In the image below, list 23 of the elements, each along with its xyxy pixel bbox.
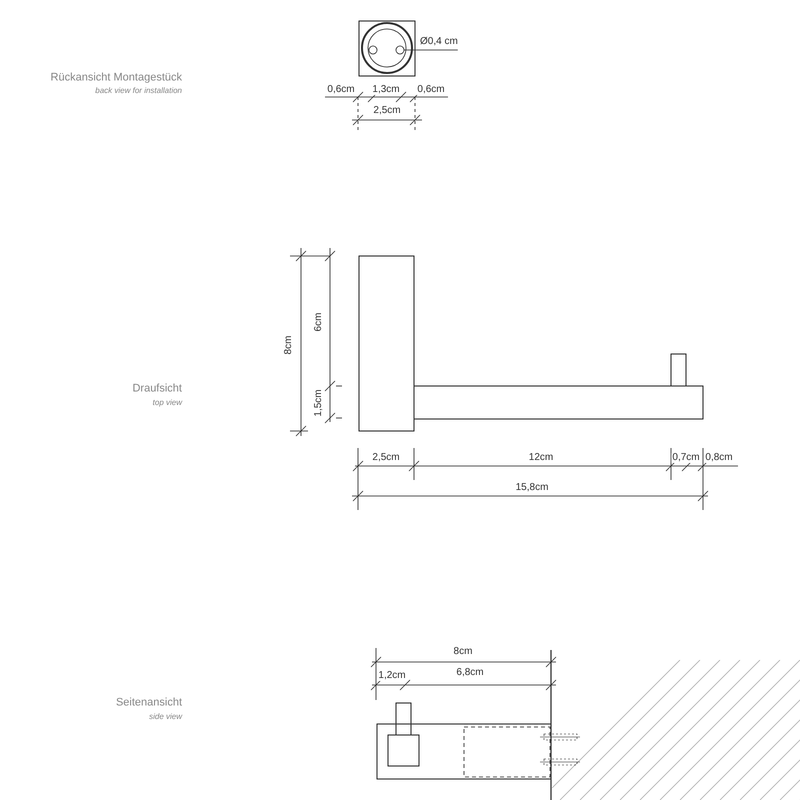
dimension-label: Ø0,4 cm [420,37,458,47]
dimension-label: 12cm [528,453,554,463]
dimension-label: 2,5cm [371,453,401,463]
dimension-label: 1,3cm [371,85,401,95]
dimension-label: 15,8cm [514,483,550,493]
view-subtitle: side view [149,713,182,721]
view-subtitle: top view [152,399,182,407]
dimension-label: 6,8cm [455,668,485,678]
view-title: Draufsicht [132,384,182,394]
view-title: Seitenansicht [116,698,182,708]
dimension-label: 0,7cm [671,453,701,463]
view-title: Rückansicht Montagestück [50,72,182,84]
dimension-label: 8cm [284,334,294,356]
dimension-label: 8cm [452,647,474,657]
dimension-label: 1,5cm [314,388,324,418]
dimension-label: 0,6cm [326,85,356,95]
dimension-label: 2,5cm [372,106,402,116]
mounting-hole [396,46,404,54]
view-subtitle: back view for installation [95,87,182,95]
dimension-label: 1,2cm [377,671,407,681]
dimension-label: 0,6cm [416,85,446,95]
dimension-label: 0,8cm [704,453,734,463]
dimension-label: 6cm [314,312,324,332]
